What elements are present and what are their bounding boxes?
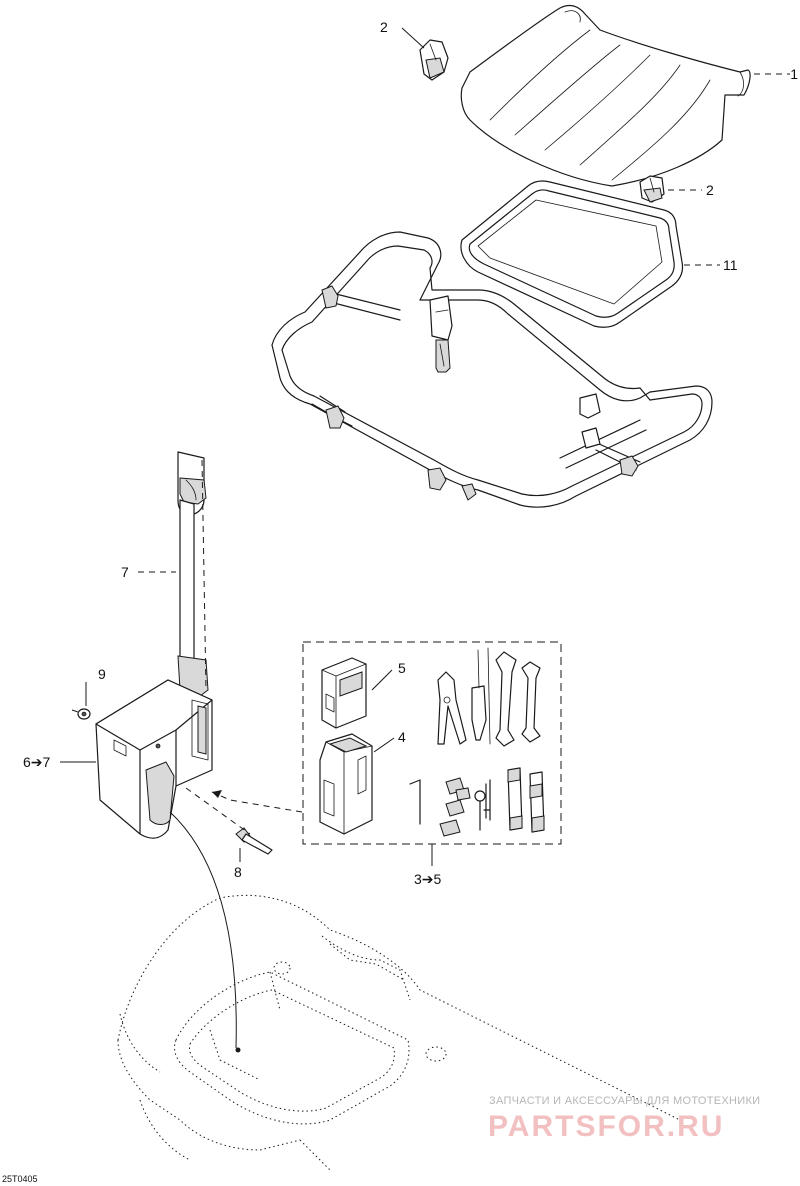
callout-1: 1 bbox=[790, 66, 798, 82]
callout-2-lower: 2 bbox=[706, 182, 714, 198]
callout-2-upper: 2 bbox=[380, 19, 388, 35]
part-5-pouch bbox=[321, 657, 367, 729]
leader-lines bbox=[60, 27, 790, 1049]
tool-wrench-small bbox=[521, 661, 541, 743]
callout-11: 11 bbox=[723, 257, 738, 273]
part-8-rivet bbox=[235, 827, 273, 855]
part-1-seat-cushion bbox=[460, 4, 751, 187]
figure-code: 25T0405 bbox=[2, 1174, 38, 1184]
tool-wrench-large bbox=[487, 647, 517, 747]
part-6-tool-bag bbox=[95, 679, 213, 839]
watermark-logo: PARTSFOR.RU bbox=[488, 1110, 724, 1143]
tool-pliers bbox=[437, 671, 467, 745]
tool-screwdriver bbox=[471, 649, 487, 741]
vehicle-storage-compartment bbox=[117, 894, 681, 1171]
part-7-strap bbox=[177, 451, 209, 697]
rack-latch-mechanism bbox=[429, 295, 601, 449]
callout-9: 9 bbox=[98, 666, 106, 682]
part-2-clip-upper bbox=[419, 39, 449, 81]
callout-7: 7 bbox=[121, 564, 129, 580]
rack-frame bbox=[271, 231, 713, 508]
part-2-clip-lower bbox=[639, 175, 665, 203]
watermark-tagline: ЗАПЧАСТИ И АКСЕССУАРЫ ДЛЯ МОТОТЕХНИКИ bbox=[489, 1095, 760, 1107]
tool-hex-key bbox=[409, 779, 421, 825]
tool-spark-plug-key bbox=[474, 779, 491, 831]
callout-6-to-7: 6➔7 bbox=[23, 754, 51, 770]
callout-4: 4 bbox=[398, 729, 406, 745]
part-9-washer bbox=[77, 708, 91, 720]
part-4-pouch bbox=[319, 733, 373, 835]
tool-socket-wrenches bbox=[507, 767, 545, 833]
callout-3-to-5: 3➔5 bbox=[414, 871, 442, 887]
tool-fuses bbox=[439, 777, 471, 837]
callout-5: 5 bbox=[398, 660, 406, 676]
callout-8: 8 bbox=[234, 864, 242, 880]
part-11-seal-frame bbox=[460, 180, 684, 328]
